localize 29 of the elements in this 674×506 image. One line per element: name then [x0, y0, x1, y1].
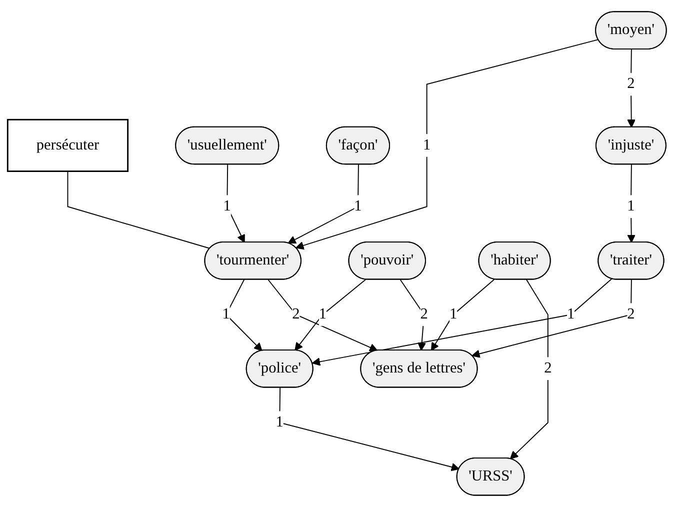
edge-label: 1 — [567, 306, 575, 322]
arrow — [472, 278, 632, 358]
edge-label: 1 — [223, 198, 231, 214]
arrow — [294, 278, 366, 350]
connector — [67, 170, 211, 249]
edge-label: 1 — [354, 198, 362, 214]
arrow — [627, 164, 636, 242]
arrow — [510, 278, 548, 459]
arrow — [430, 278, 495, 350]
edge-label: 1 — [450, 306, 458, 322]
node-box: persécuter — [6, 118, 129, 172]
edge-label: 1 — [318, 306, 327, 322]
edge-label: 2 — [544, 360, 552, 376]
edge-label: 1 — [222, 306, 230, 322]
arrow — [279, 386, 460, 471]
arrow — [226, 164, 245, 242]
arrow — [627, 48, 636, 128]
arrow — [296, 38, 599, 250]
arrow — [268, 278, 378, 351]
arrow — [312, 278, 612, 366]
arrow — [400, 278, 426, 350]
edge-label: 1 — [422, 136, 431, 153]
edge-label: 2 — [627, 75, 635, 92]
edge-label: 2 — [627, 306, 635, 322]
edge-label: 2 — [420, 306, 428, 322]
edge-label: 2 — [292, 306, 300, 322]
arrow — [288, 164, 359, 244]
edge-label: 1 — [627, 198, 635, 214]
edge-label: 1 — [276, 414, 284, 430]
